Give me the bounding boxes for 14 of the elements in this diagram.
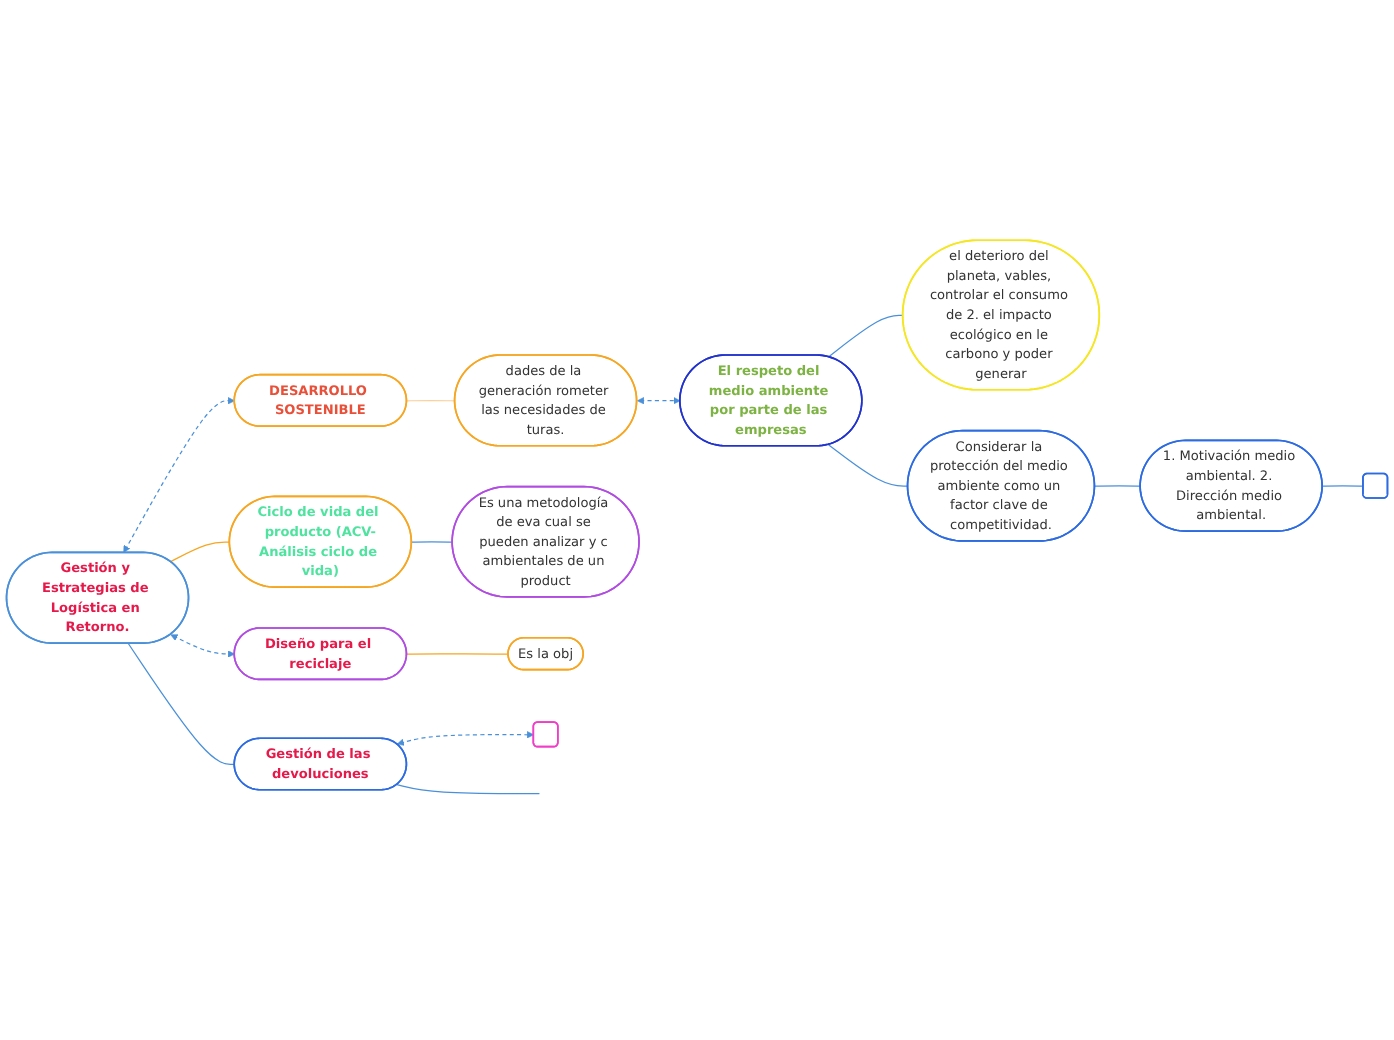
arrow — [396, 731, 535, 746]
connector — [1094, 485, 1142, 487]
connector — [169, 541, 231, 563]
arrow — [123, 397, 235, 553]
connector — [406, 653, 509, 655]
arrow — [170, 634, 235, 658]
connector — [406, 399, 456, 402]
connector — [127, 642, 236, 765]
connector — [1321, 485, 1364, 487]
arrow — [636, 397, 681, 405]
connector — [411, 541, 454, 543]
connector — [827, 314, 904, 358]
connector — [827, 444, 909, 487]
connector — [396, 784, 541, 795]
